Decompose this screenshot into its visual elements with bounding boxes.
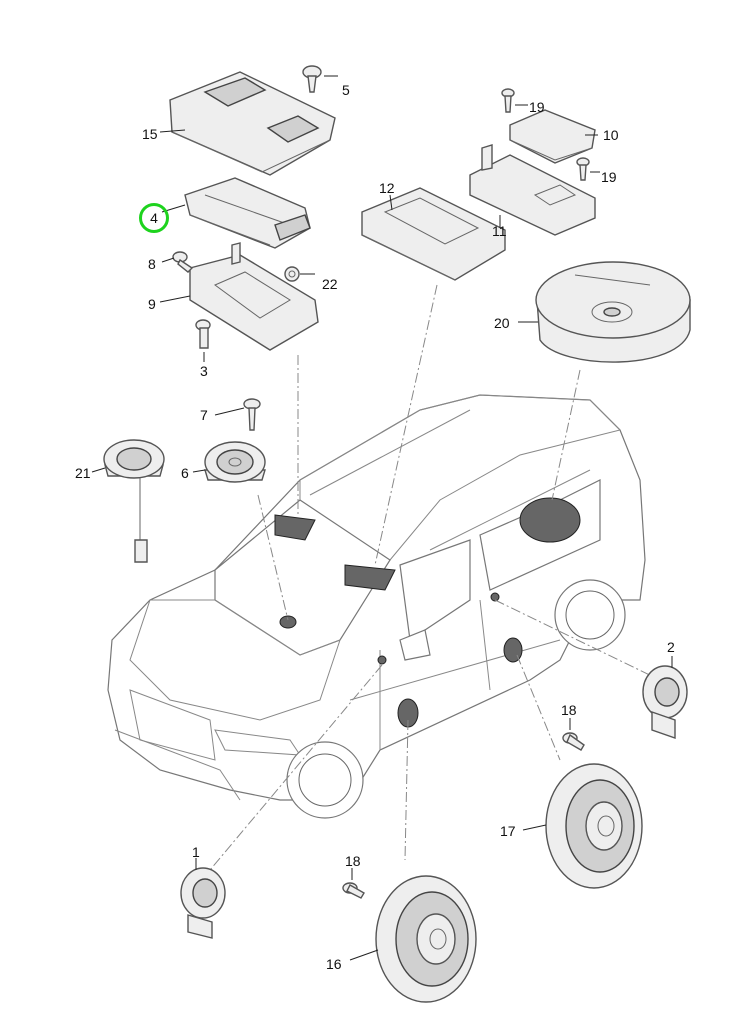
part-1-tweeter xyxy=(180,858,226,939)
marker-roof-rear xyxy=(344,564,396,591)
callout-6: 6 xyxy=(181,465,189,481)
callout-5: 5 xyxy=(342,82,350,98)
part-18-screw-upper xyxy=(562,718,585,751)
part-17-door-speaker xyxy=(522,763,643,889)
callout-7: 7 xyxy=(200,407,208,423)
part-5-clip xyxy=(302,65,338,93)
callout-4-highlighted: 4 xyxy=(139,203,169,233)
callout-18-lower: 18 xyxy=(345,853,361,869)
part-18-screw-lower xyxy=(342,868,365,899)
marker-roof-front xyxy=(274,514,316,541)
callout-1: 1 xyxy=(192,844,200,860)
callout-21: 21 xyxy=(75,465,91,481)
marker-spare-wheel xyxy=(519,497,581,543)
part-11-mounting-plate xyxy=(469,144,596,236)
part-21-speaker-with-cable xyxy=(91,439,165,563)
locator-lines xyxy=(209,284,661,871)
part-19-screw-right xyxy=(576,157,600,181)
callout-16: 16 xyxy=(326,956,342,972)
part-6-speaker xyxy=(192,441,266,483)
part-19-screw-top xyxy=(501,88,528,113)
part-12-amplifier xyxy=(361,187,506,281)
part-10-control-unit xyxy=(509,109,598,164)
front-wheel xyxy=(286,741,364,819)
callout-19-right: 19 xyxy=(601,169,617,185)
part-9-bracket xyxy=(159,242,319,351)
marker-dash xyxy=(279,615,297,629)
callout-19-top: 19 xyxy=(529,99,545,115)
part-15-cover xyxy=(159,71,336,176)
part-4-control-module xyxy=(161,177,311,249)
vehicle-body xyxy=(107,394,646,819)
part-8-bolt xyxy=(161,251,194,273)
marker-rear-door xyxy=(503,637,523,663)
callout-15: 15 xyxy=(142,126,158,142)
callout-22: 22 xyxy=(322,276,338,292)
part-3-screw xyxy=(195,319,211,362)
rear-wheel xyxy=(554,579,626,651)
marker-rear-tweeter xyxy=(490,592,500,602)
marker-mirror-tweeter xyxy=(377,655,387,665)
part-22-nut xyxy=(284,266,315,282)
callout-8: 8 xyxy=(148,256,156,272)
part-20-subwoofer-spare-wheel xyxy=(518,261,691,363)
callout-3: 3 xyxy=(200,363,208,379)
part-7-screw xyxy=(214,398,261,431)
part-2-tweeter xyxy=(642,656,688,739)
side-mirror xyxy=(399,629,431,661)
callout-2: 2 xyxy=(667,639,675,655)
callout-17: 17 xyxy=(500,823,516,839)
callout-10: 10 xyxy=(603,127,619,143)
callout-9: 9 xyxy=(148,296,156,312)
callout-12: 12 xyxy=(379,180,395,196)
callout-11: 11 xyxy=(492,223,507,239)
part-16-door-speaker xyxy=(349,875,477,1003)
callout-18-upper: 18 xyxy=(561,702,577,718)
callout-20: 20 xyxy=(494,315,510,331)
